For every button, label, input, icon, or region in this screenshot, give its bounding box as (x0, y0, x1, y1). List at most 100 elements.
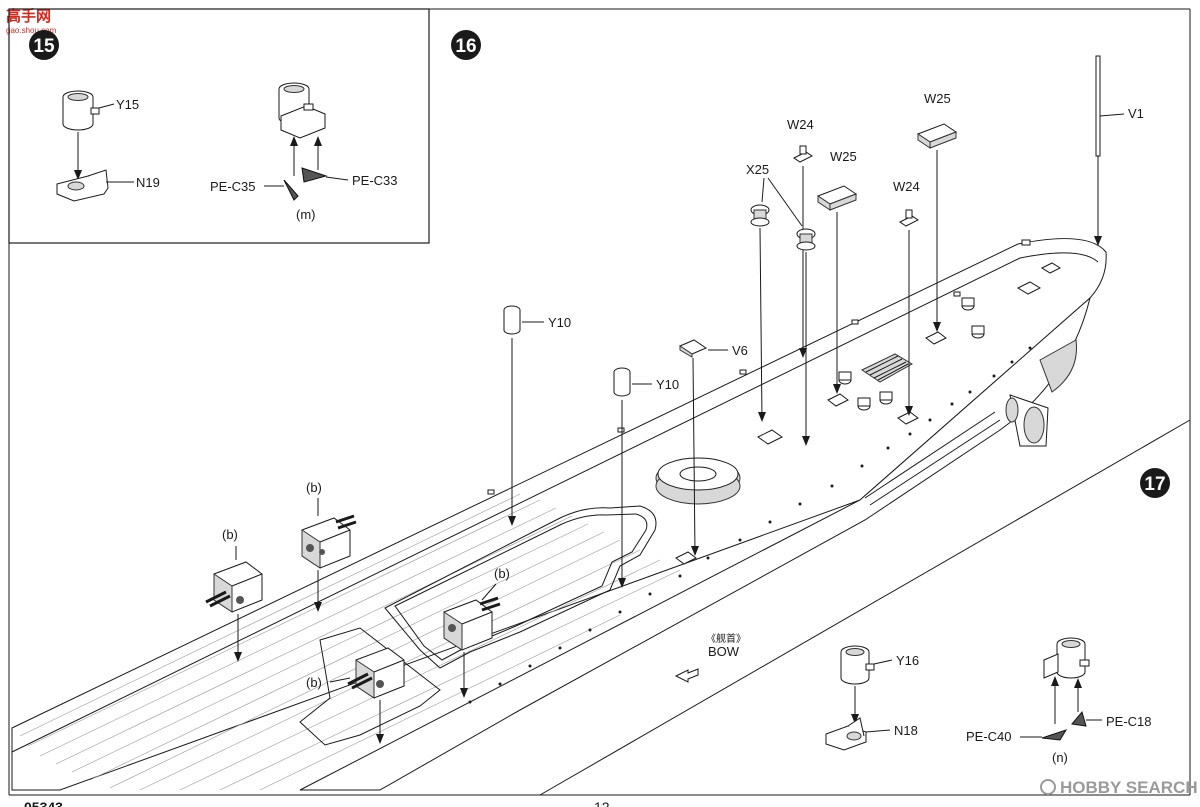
circular-platform (655, 457, 741, 505)
arrowhead-w24-lower (905, 406, 913, 416)
part-v6 (678, 339, 708, 358)
logo-subtext: gao.shou.com (6, 26, 57, 35)
step17-part-y16 (840, 645, 875, 685)
step15-assembled-y15 (278, 82, 326, 139)
arrowhead-pec35 (290, 136, 298, 146)
leader-y15 (98, 103, 115, 109)
label-pec18: PE-C18 (1106, 714, 1152, 729)
bow-arrow-icon (674, 668, 699, 683)
ship-hull (11, 238, 1107, 791)
label-v1: V1 (1128, 106, 1144, 121)
arrowhead-v6 (691, 546, 699, 556)
step-15-number: 15 (33, 36, 55, 57)
part-w25-right (916, 123, 958, 149)
gun-turret-b2 (301, 514, 357, 569)
arrow-x25-left (759, 227, 763, 421)
label-pec40: PE-C40 (966, 729, 1012, 744)
hull-portholes (468, 346, 1032, 704)
label-w24-lower: W24 (893, 179, 920, 194)
step17-part-pec40 (1041, 729, 1068, 741)
step15-part-n19 (56, 169, 109, 202)
leader-x25-b (767, 177, 803, 227)
arrowhead-y10-lower (618, 578, 626, 588)
bow-deck-fittings (675, 262, 1062, 565)
label-w25-right: W25 (924, 91, 951, 106)
part-w24-upper (793, 145, 813, 163)
part-y10-upper (503, 305, 521, 335)
arrowhead-y16 (851, 714, 859, 724)
bow-indicator: 《舰首》 BOW (674, 632, 746, 683)
leader-b3 (481, 583, 497, 601)
step15-inset-box (8, 8, 430, 244)
label-w24-upper: W24 (787, 117, 814, 132)
label-b4: (b) (306, 675, 322, 690)
bow-label: BOW (708, 644, 740, 659)
footer-page-number: 12 (594, 799, 610, 807)
label-v6: V6 (732, 343, 748, 358)
step15-part-pec33 (301, 167, 328, 183)
deckhouse-outline-inner (394, 513, 648, 661)
step-16-number: 16 (455, 36, 476, 57)
logo-text: 高手网 (6, 7, 51, 25)
gun-turret-b1 (205, 561, 263, 613)
bow-label-cn: 《舰首》 (706, 632, 746, 645)
step17-part-n18 (825, 717, 867, 751)
label-n19: N19 (136, 175, 160, 190)
arrowhead-b4 (376, 734, 384, 744)
leader-v1 (1099, 113, 1125, 117)
part-w24-lower (899, 209, 919, 227)
step17-part-pec18 (1071, 710, 1087, 727)
arrowhead-w25-middle (833, 384, 841, 394)
label-b1: (b) (222, 527, 238, 542)
part-y10-lower (613, 367, 631, 397)
label-sub-n: (n) (1052, 750, 1068, 765)
label-y15: Y15 (116, 97, 139, 112)
arrowhead-pec40 (1051, 676, 1059, 686)
arrow-v6 (692, 357, 696, 555)
step17-assembled (1043, 637, 1090, 679)
step15-part-y15 (62, 90, 100, 131)
part-x25-left (750, 204, 770, 227)
leader-x25-a (761, 177, 765, 203)
arrowhead-x25-left (758, 412, 766, 422)
leader-b4 (329, 677, 351, 683)
site-logo: 高手网 gao.shou.com (6, 7, 57, 35)
watermark-text: HOBBY SEARCH (1060, 778, 1198, 797)
label-sub-m: (m) (296, 207, 316, 222)
arrowhead-w25-right (933, 322, 941, 332)
label-pec33: PE-C33 (352, 173, 398, 188)
step-17-badge: 17 (1140, 468, 1170, 498)
arrowhead-x25-right (802, 436, 810, 446)
deckhouse-outline (384, 505, 657, 669)
arrowhead-y15 (74, 170, 82, 180)
label-b2: (b) (306, 480, 322, 495)
label-b3: (b) (494, 566, 510, 581)
label-pec35: PE-C35 (210, 179, 256, 194)
part-v1-jackstaff (1094, 55, 1102, 246)
gun-turret-b3 (443, 596, 501, 651)
arrowhead-w24-upper (799, 348, 807, 358)
propeller-area (1005, 394, 1049, 447)
arrowhead-pec18 (1074, 678, 1082, 688)
label-w25-middle: W25 (830, 149, 857, 164)
label-x25: X25 (746, 162, 769, 177)
part-x25-right (796, 228, 816, 251)
step17-divider (539, 419, 1191, 796)
label-n18: N18 (894, 723, 918, 738)
label-y10-lower: Y10 (656, 377, 679, 392)
arrowhead-b2 (314, 602, 322, 612)
label-y10-upper: Y10 (548, 315, 571, 330)
arrowhead-y10-upper (508, 516, 516, 526)
gun-turret-b4 (347, 647, 405, 699)
step-16-badge: 16 (451, 30, 481, 60)
arrowhead-pec33 (314, 136, 322, 146)
step15-part-pec35 (283, 179, 299, 201)
deck-edge-fittings (487, 239, 1031, 495)
footer-code: 05343 (24, 799, 63, 807)
leader-pec33 (325, 176, 349, 181)
deck-grating (860, 353, 914, 383)
step-17-number: 17 (1144, 474, 1165, 495)
leader-n18 (865, 729, 891, 733)
label-y16: Y16 (896, 653, 919, 668)
